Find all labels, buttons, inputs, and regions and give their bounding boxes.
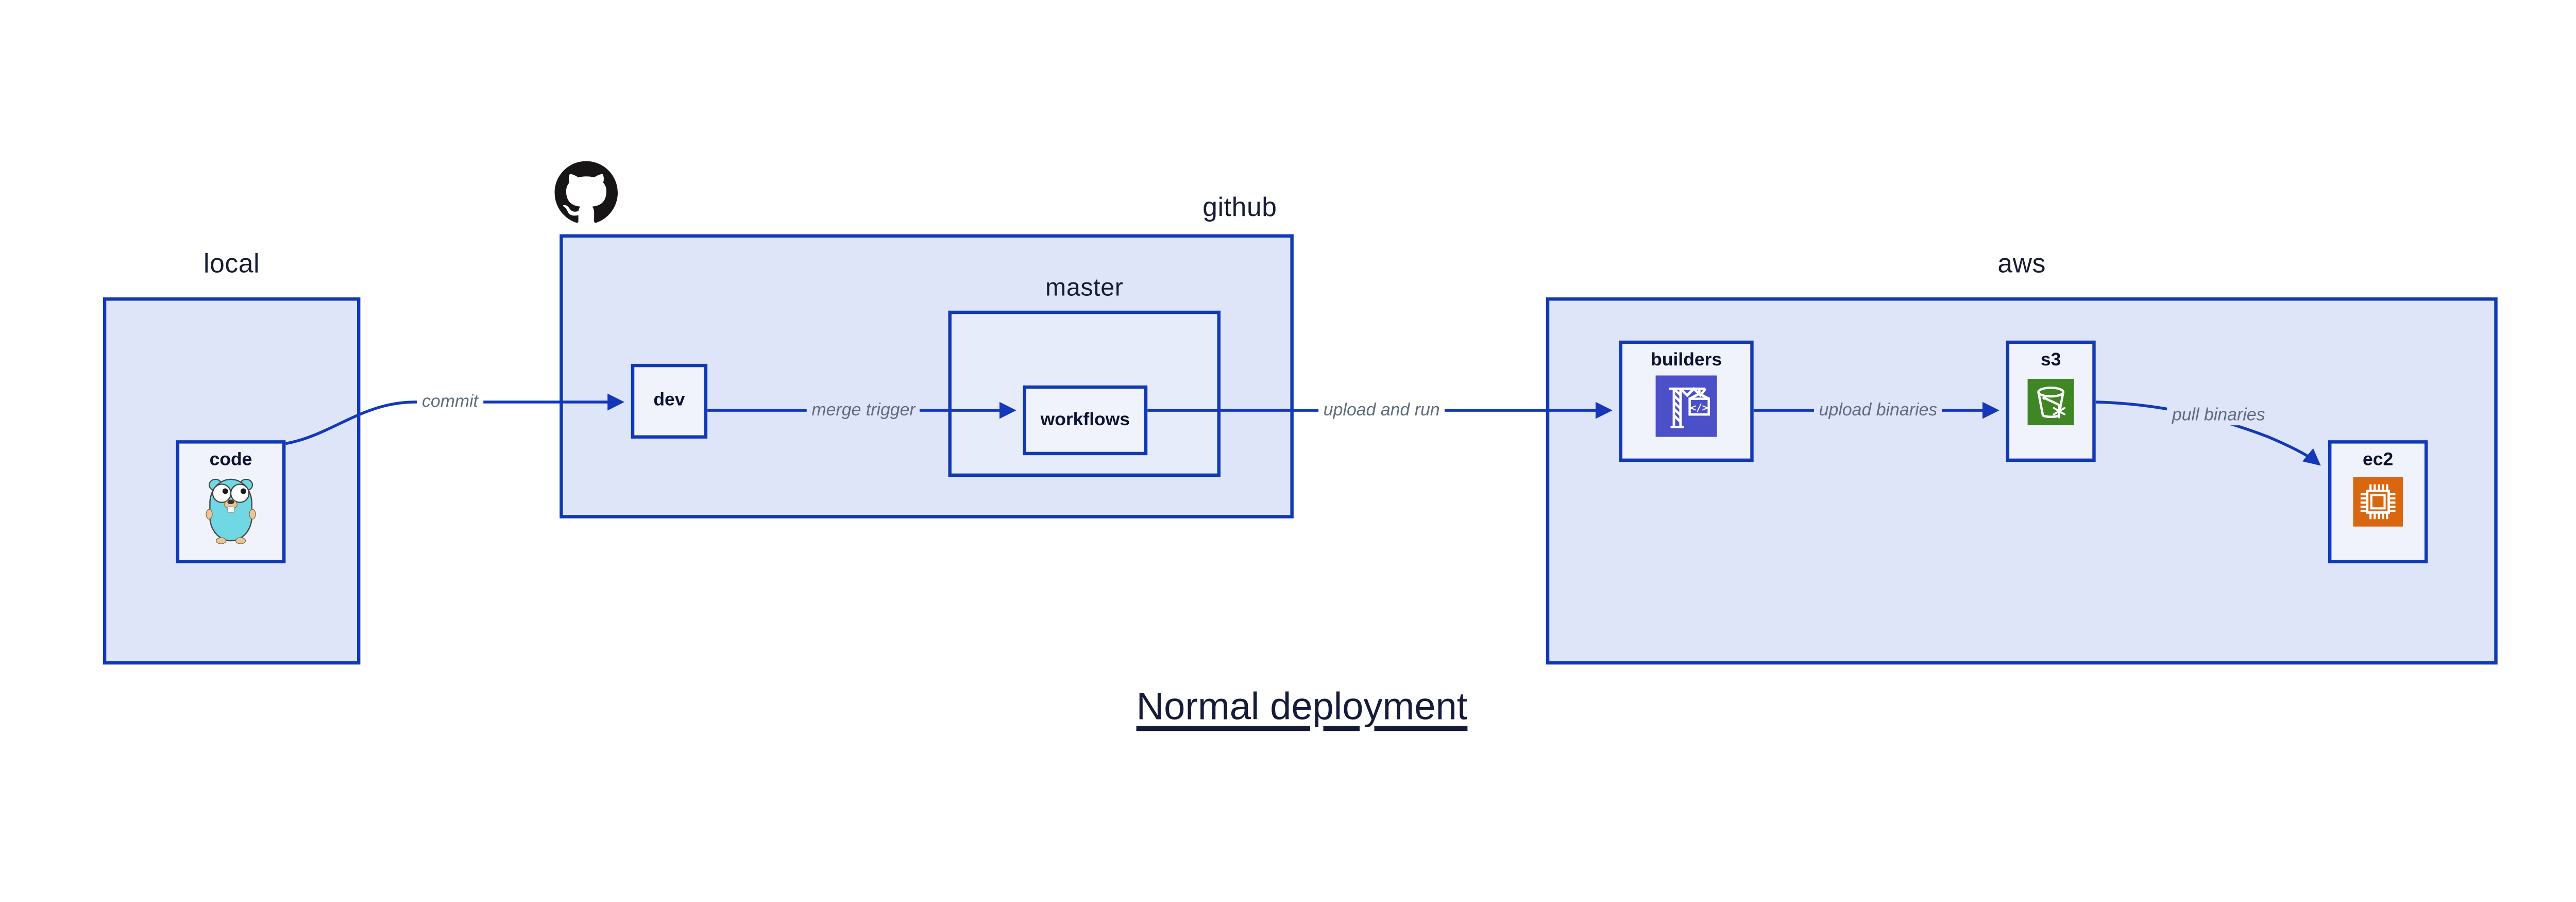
diagram-title-row: Normal deployment xyxy=(0,684,2576,729)
aws-ec2-icon xyxy=(2353,476,2403,534)
node-builders: builders </> xyxy=(1619,340,1754,462)
go-gopher-icon xyxy=(202,475,259,553)
edge-label-upload-binaries: upload binaries xyxy=(1814,400,1942,421)
node-s3: s3 xyxy=(2006,340,2096,462)
node-dev: dev xyxy=(631,363,708,439)
node-s3-label: s3 xyxy=(2040,350,2061,371)
node-workflows-label: workflows xyxy=(1040,410,1130,430)
container-label-local: local xyxy=(203,250,260,279)
node-ec2-label: ec2 xyxy=(2363,450,2394,471)
container-label-master: master xyxy=(1045,274,1124,303)
diagram-title: Normal deployment xyxy=(1136,684,1468,728)
edge-commit-line xyxy=(285,393,625,445)
github-octocat-logo-icon xyxy=(554,161,618,224)
edge-label-upload-and-run: upload and run xyxy=(1318,400,1445,421)
node-ec2: ec2 xyxy=(2328,440,2428,563)
node-code-label: code xyxy=(209,450,252,471)
aws-s3-glacier-icon xyxy=(2027,378,2074,433)
container-label-aws: aws xyxy=(1997,250,2046,279)
node-code: code xyxy=(176,440,286,563)
container-label-github: github xyxy=(1202,194,1277,223)
aws-codebuild-icon: </> xyxy=(1655,375,1717,444)
edge-label-pull-binaries: pull binaries xyxy=(2167,405,2270,426)
node-workflows: workflows xyxy=(1023,385,1148,456)
edge-pull-binaries-line xyxy=(2095,400,2321,466)
node-dev-label: dev xyxy=(653,391,685,411)
node-builders-label: builders xyxy=(1651,350,1722,371)
codebuild-code-glyph: </> xyxy=(1690,401,1708,413)
edge-label-merge-trigger: merge trigger xyxy=(806,400,921,421)
edge-label-commit: commit xyxy=(417,392,483,412)
